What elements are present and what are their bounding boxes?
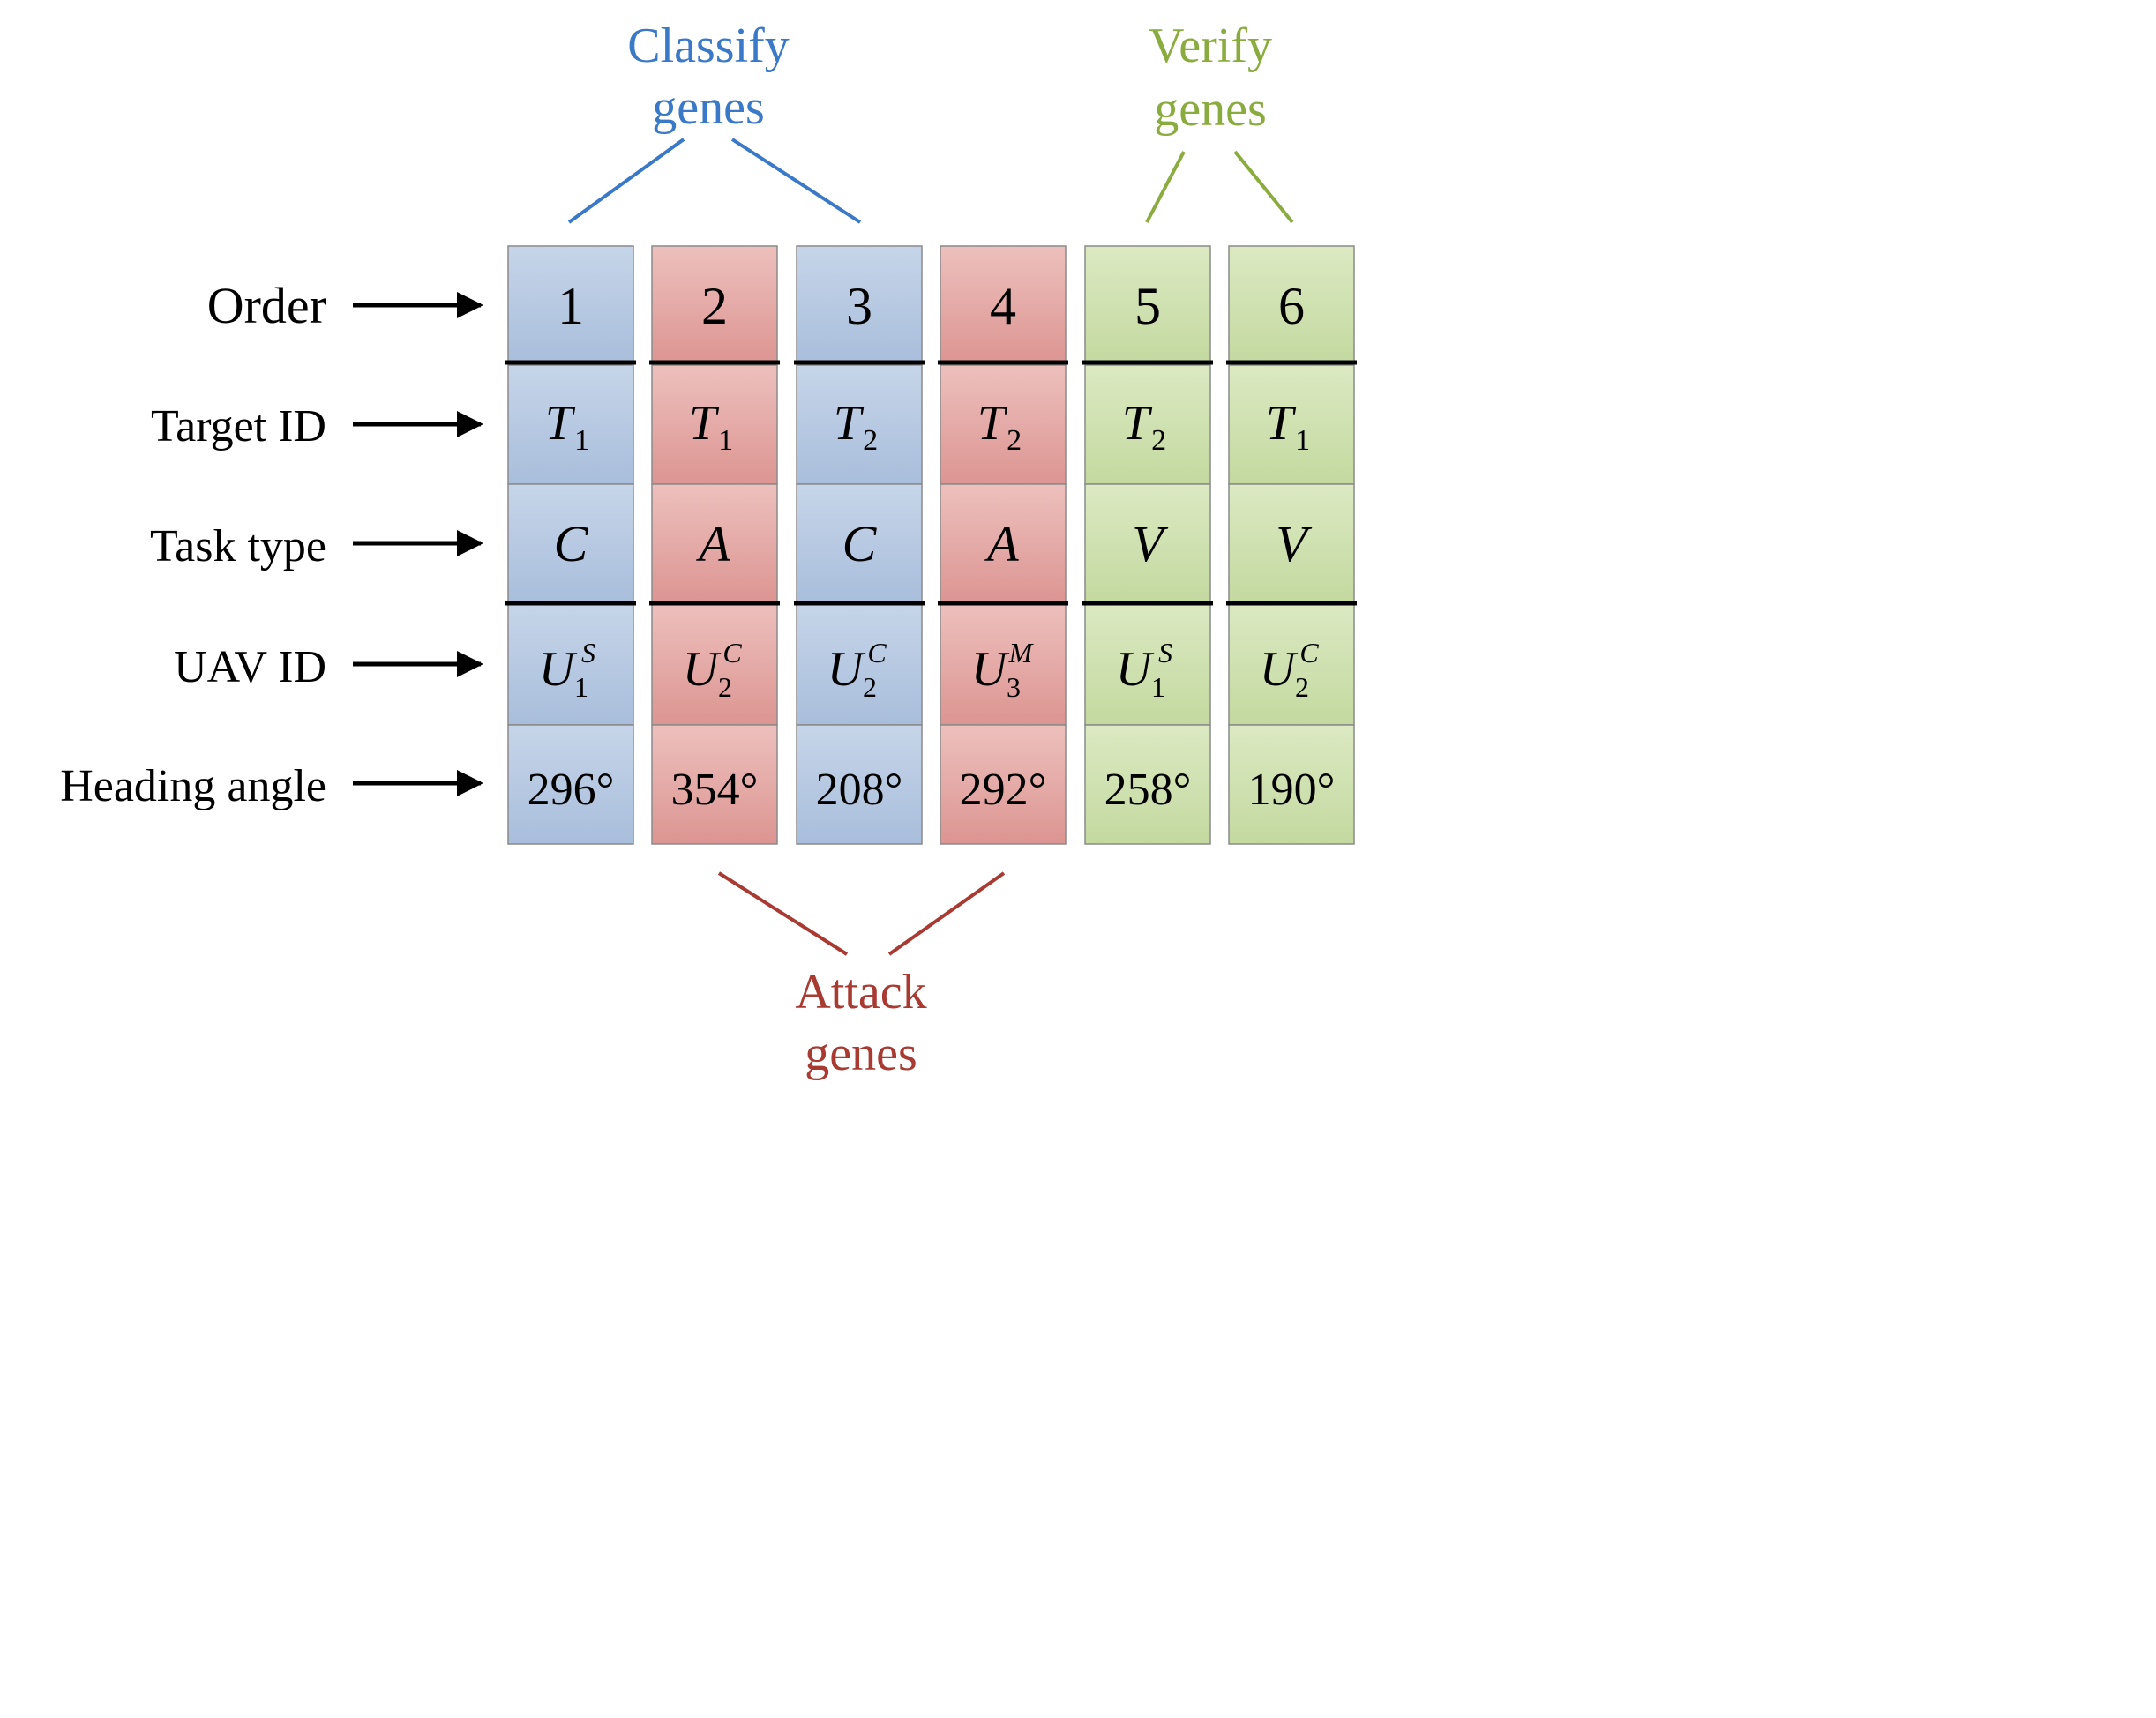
gene-cell bbox=[940, 724, 1067, 845]
gene-uav-id-sub: 1 bbox=[1151, 671, 1165, 703]
row-label-heading-angle: Heading angle bbox=[60, 761, 326, 811]
row-label-task-type: Task type bbox=[150, 521, 326, 571]
gene-cell bbox=[940, 602, 1067, 726]
gene-cell bbox=[507, 245, 634, 364]
gene-target-id: T1 bbox=[545, 396, 589, 457]
gene-cell bbox=[1084, 364, 1211, 485]
gene-cell bbox=[940, 245, 1067, 364]
gene-cell bbox=[940, 483, 1067, 604]
gene-heading-angle: 292° bbox=[960, 765, 1047, 815]
gene-cell bbox=[651, 364, 778, 485]
verify-label-line1: Verify bbox=[1149, 19, 1272, 73]
gene-cell bbox=[796, 364, 923, 485]
gene-task-type: A bbox=[695, 515, 730, 572]
verify-label-line2: genes bbox=[1154, 82, 1267, 137]
gene-task-type: V bbox=[1276, 515, 1313, 572]
gene-cell bbox=[1228, 483, 1355, 604]
attack-bracket-right bbox=[887, 871, 1006, 956]
attack-label-line2: genes bbox=[805, 1027, 917, 1081]
gene-cell bbox=[1228, 724, 1355, 845]
gene-target-id: T2 bbox=[977, 396, 1022, 457]
gene-cell bbox=[1084, 602, 1211, 726]
gene-target-id: T1 bbox=[689, 396, 733, 457]
gene-cell bbox=[651, 602, 778, 726]
gene-cell bbox=[796, 245, 923, 364]
attack-bracket-left bbox=[717, 871, 849, 956]
gene-cell bbox=[1084, 724, 1211, 845]
gene-uav-id-sup: C bbox=[1299, 637, 1319, 669]
gene-order: 5 bbox=[1134, 277, 1161, 335]
gene-cell bbox=[651, 245, 778, 364]
verify-bracket-right bbox=[1233, 150, 1294, 224]
gene-uav-id-base: U bbox=[1116, 642, 1155, 697]
gene-task-type: V bbox=[1132, 515, 1169, 572]
gene-uav-id-base: U bbox=[1260, 642, 1299, 697]
gene-order: 3 bbox=[846, 277, 872, 335]
classify-label-line1: Classify bbox=[627, 19, 790, 73]
gene-task-type: A bbox=[984, 515, 1019, 572]
gene-cell bbox=[507, 724, 634, 845]
verify-bracket-left bbox=[1145, 151, 1186, 223]
gene-cell bbox=[796, 724, 923, 845]
gene-heading-angle: 296° bbox=[528, 765, 615, 815]
attack-label-line1: Attack bbox=[795, 965, 926, 1020]
gene-uav-id-sub: 2 bbox=[718, 671, 732, 703]
gene-uav-id-sub: 2 bbox=[1295, 671, 1309, 703]
gene-uav-id-base: U bbox=[827, 642, 866, 697]
gene-cell bbox=[507, 483, 634, 604]
classify-bracket bbox=[567, 138, 685, 224]
gene-uav-id-sub: 1 bbox=[574, 671, 588, 703]
gene-target-id: T1 bbox=[1266, 396, 1310, 457]
gene-target-id: T2 bbox=[834, 396, 878, 457]
gene-target-id: T2 bbox=[1122, 396, 1166, 457]
gene-uav-id-sup: C bbox=[867, 637, 887, 669]
gene-uav-id-sup: S bbox=[1158, 637, 1172, 669]
row-label-order: Order bbox=[207, 277, 326, 334]
row-label-uav-id: UAV ID bbox=[174, 642, 326, 692]
gene-cell bbox=[796, 483, 923, 604]
gene-uav-id-base: U bbox=[539, 642, 578, 697]
gene-cell bbox=[651, 483, 778, 604]
gene-uav-id-sub: 3 bbox=[1007, 671, 1021, 703]
gene-heading-angle: 208° bbox=[816, 765, 903, 815]
gene-encoding-diagram: Classify genes Verify genes Attack genes… bbox=[60, 19, 1357, 1081]
gene-uav-id-base: U bbox=[971, 642, 1010, 697]
gene-cell bbox=[1228, 364, 1355, 485]
gene-order: 4 bbox=[990, 277, 1016, 335]
gene-cell bbox=[1084, 245, 1211, 364]
gene-uav-id-sup: S bbox=[581, 637, 595, 669]
gene-order: 2 bbox=[701, 277, 728, 335]
gene-uav-id-base: U bbox=[683, 642, 722, 697]
gene-heading-angle: 258° bbox=[1104, 765, 1192, 815]
row-label-target-id: Target ID bbox=[151, 401, 326, 452]
gene-heading-angle: 190° bbox=[1248, 765, 1336, 815]
gene-task-type: C bbox=[554, 515, 589, 572]
gene-uav-id-sup: C bbox=[722, 637, 742, 669]
gene-task-type: C bbox=[842, 515, 878, 572]
gene-order: 6 bbox=[1278, 277, 1305, 335]
gene-cell bbox=[651, 724, 778, 845]
gene-uav-id-sup: M bbox=[1008, 637, 1035, 669]
gene-cell bbox=[1228, 245, 1355, 364]
gene-order: 1 bbox=[558, 277, 584, 335]
gene-cell bbox=[940, 364, 1067, 485]
gene-uav-id-sub: 2 bbox=[863, 671, 877, 703]
classify-label-line2: genes bbox=[652, 80, 765, 135]
classify-bracket-right bbox=[730, 138, 862, 224]
gene-heading-angle: 354° bbox=[671, 765, 759, 815]
